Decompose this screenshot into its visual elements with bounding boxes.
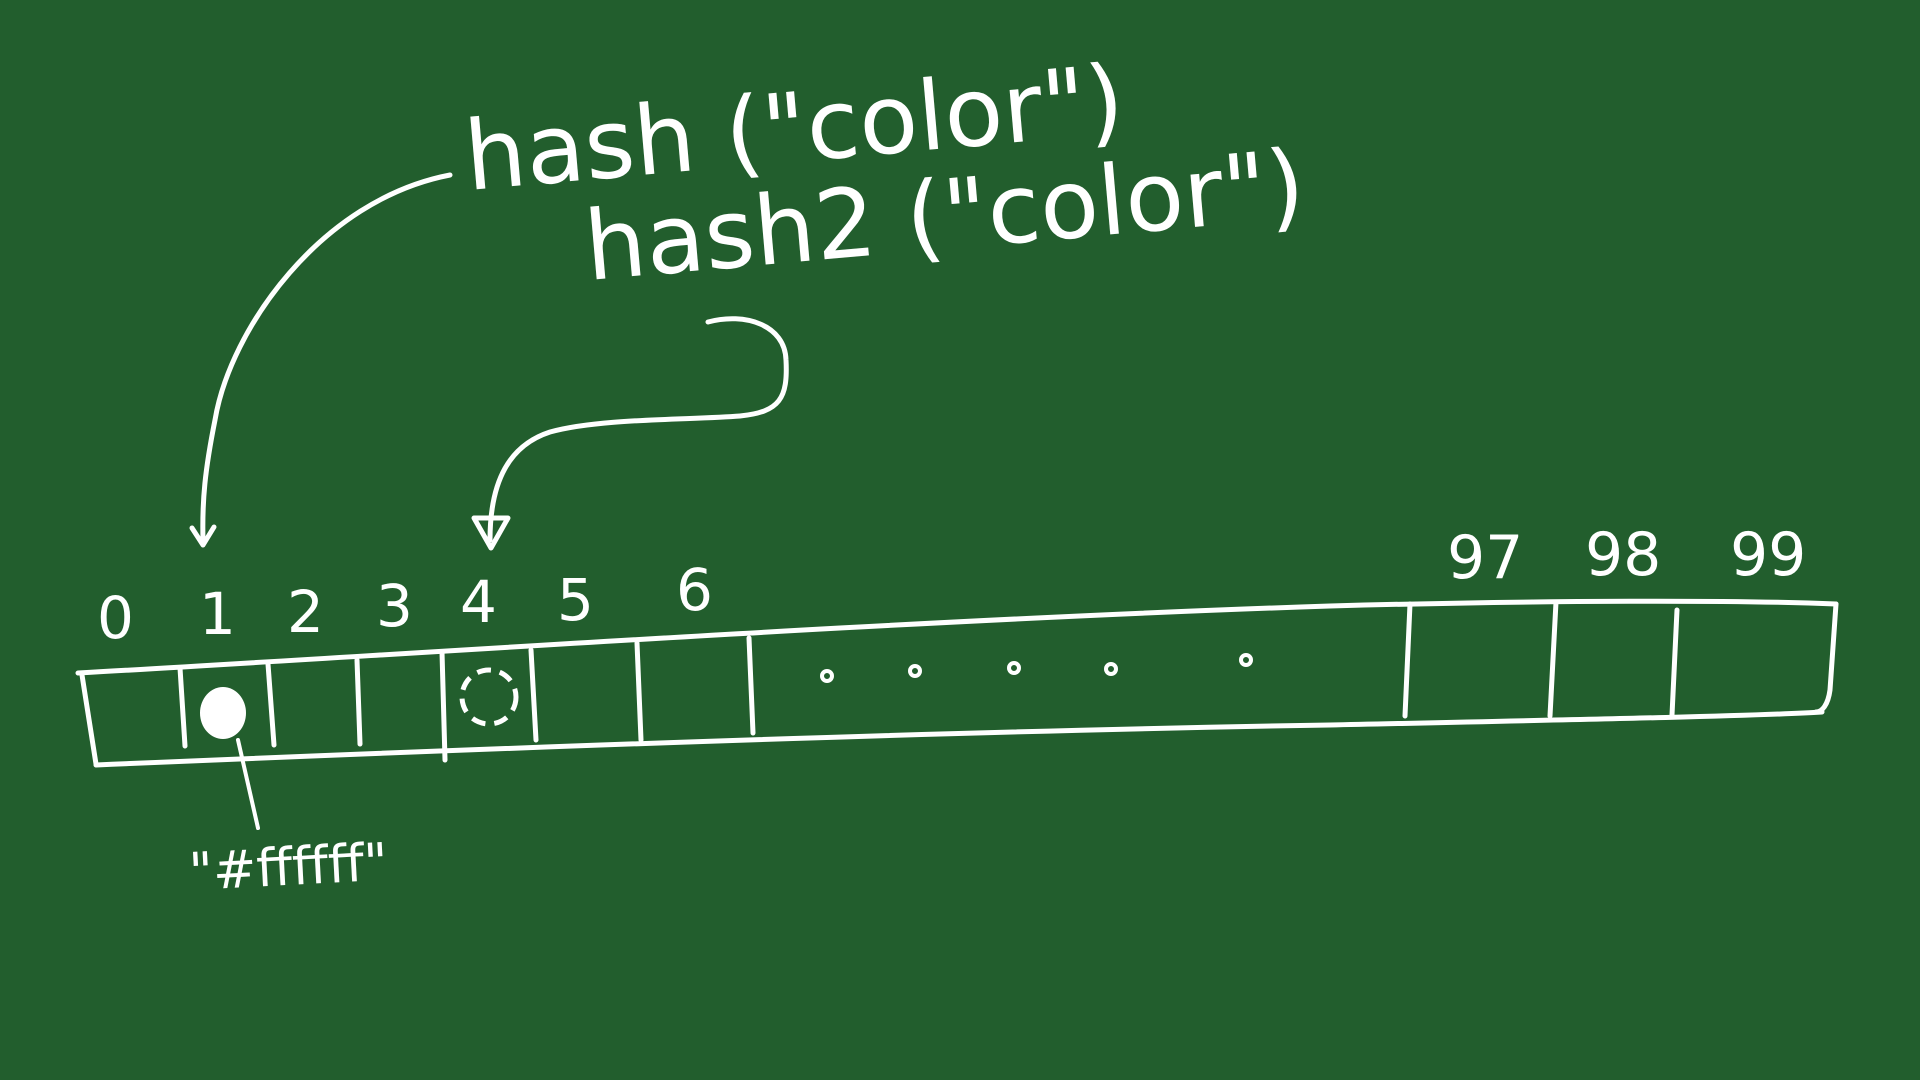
index-label-98: 98 — [1585, 520, 1661, 590]
index-label-5: 5 — [557, 566, 594, 634]
dashed-circle-marker-icon — [459, 667, 519, 727]
index-labels-right: 97 98 99 — [1447, 520, 1806, 593]
hash1-arrow — [189, 172, 453, 548]
hash2-arrow — [471, 316, 789, 551]
index-label-6: 6 — [676, 556, 713, 624]
index-label-97: 97 — [1447, 523, 1523, 593]
index-label-1: 1 — [199, 580, 236, 648]
index-label-0: 0 — [97, 584, 134, 652]
filled-circle-marker-icon — [200, 687, 246, 739]
index-labels-left: 0 1 2 3 4 5 6 — [97, 556, 713, 652]
array-strip — [75, 598, 1839, 768]
stored-value-label: "#ffffff" — [188, 833, 390, 903]
index-label-3: 3 — [376, 572, 413, 640]
index-label-2: 2 — [287, 578, 324, 646]
index-label-4: 4 — [460, 568, 497, 636]
index-label-99: 99 — [1730, 520, 1806, 590]
ellipsis-dots — [820, 653, 1253, 683]
array-cell-dividers — [177, 599, 1680, 763]
value-leader-line — [236, 738, 260, 830]
